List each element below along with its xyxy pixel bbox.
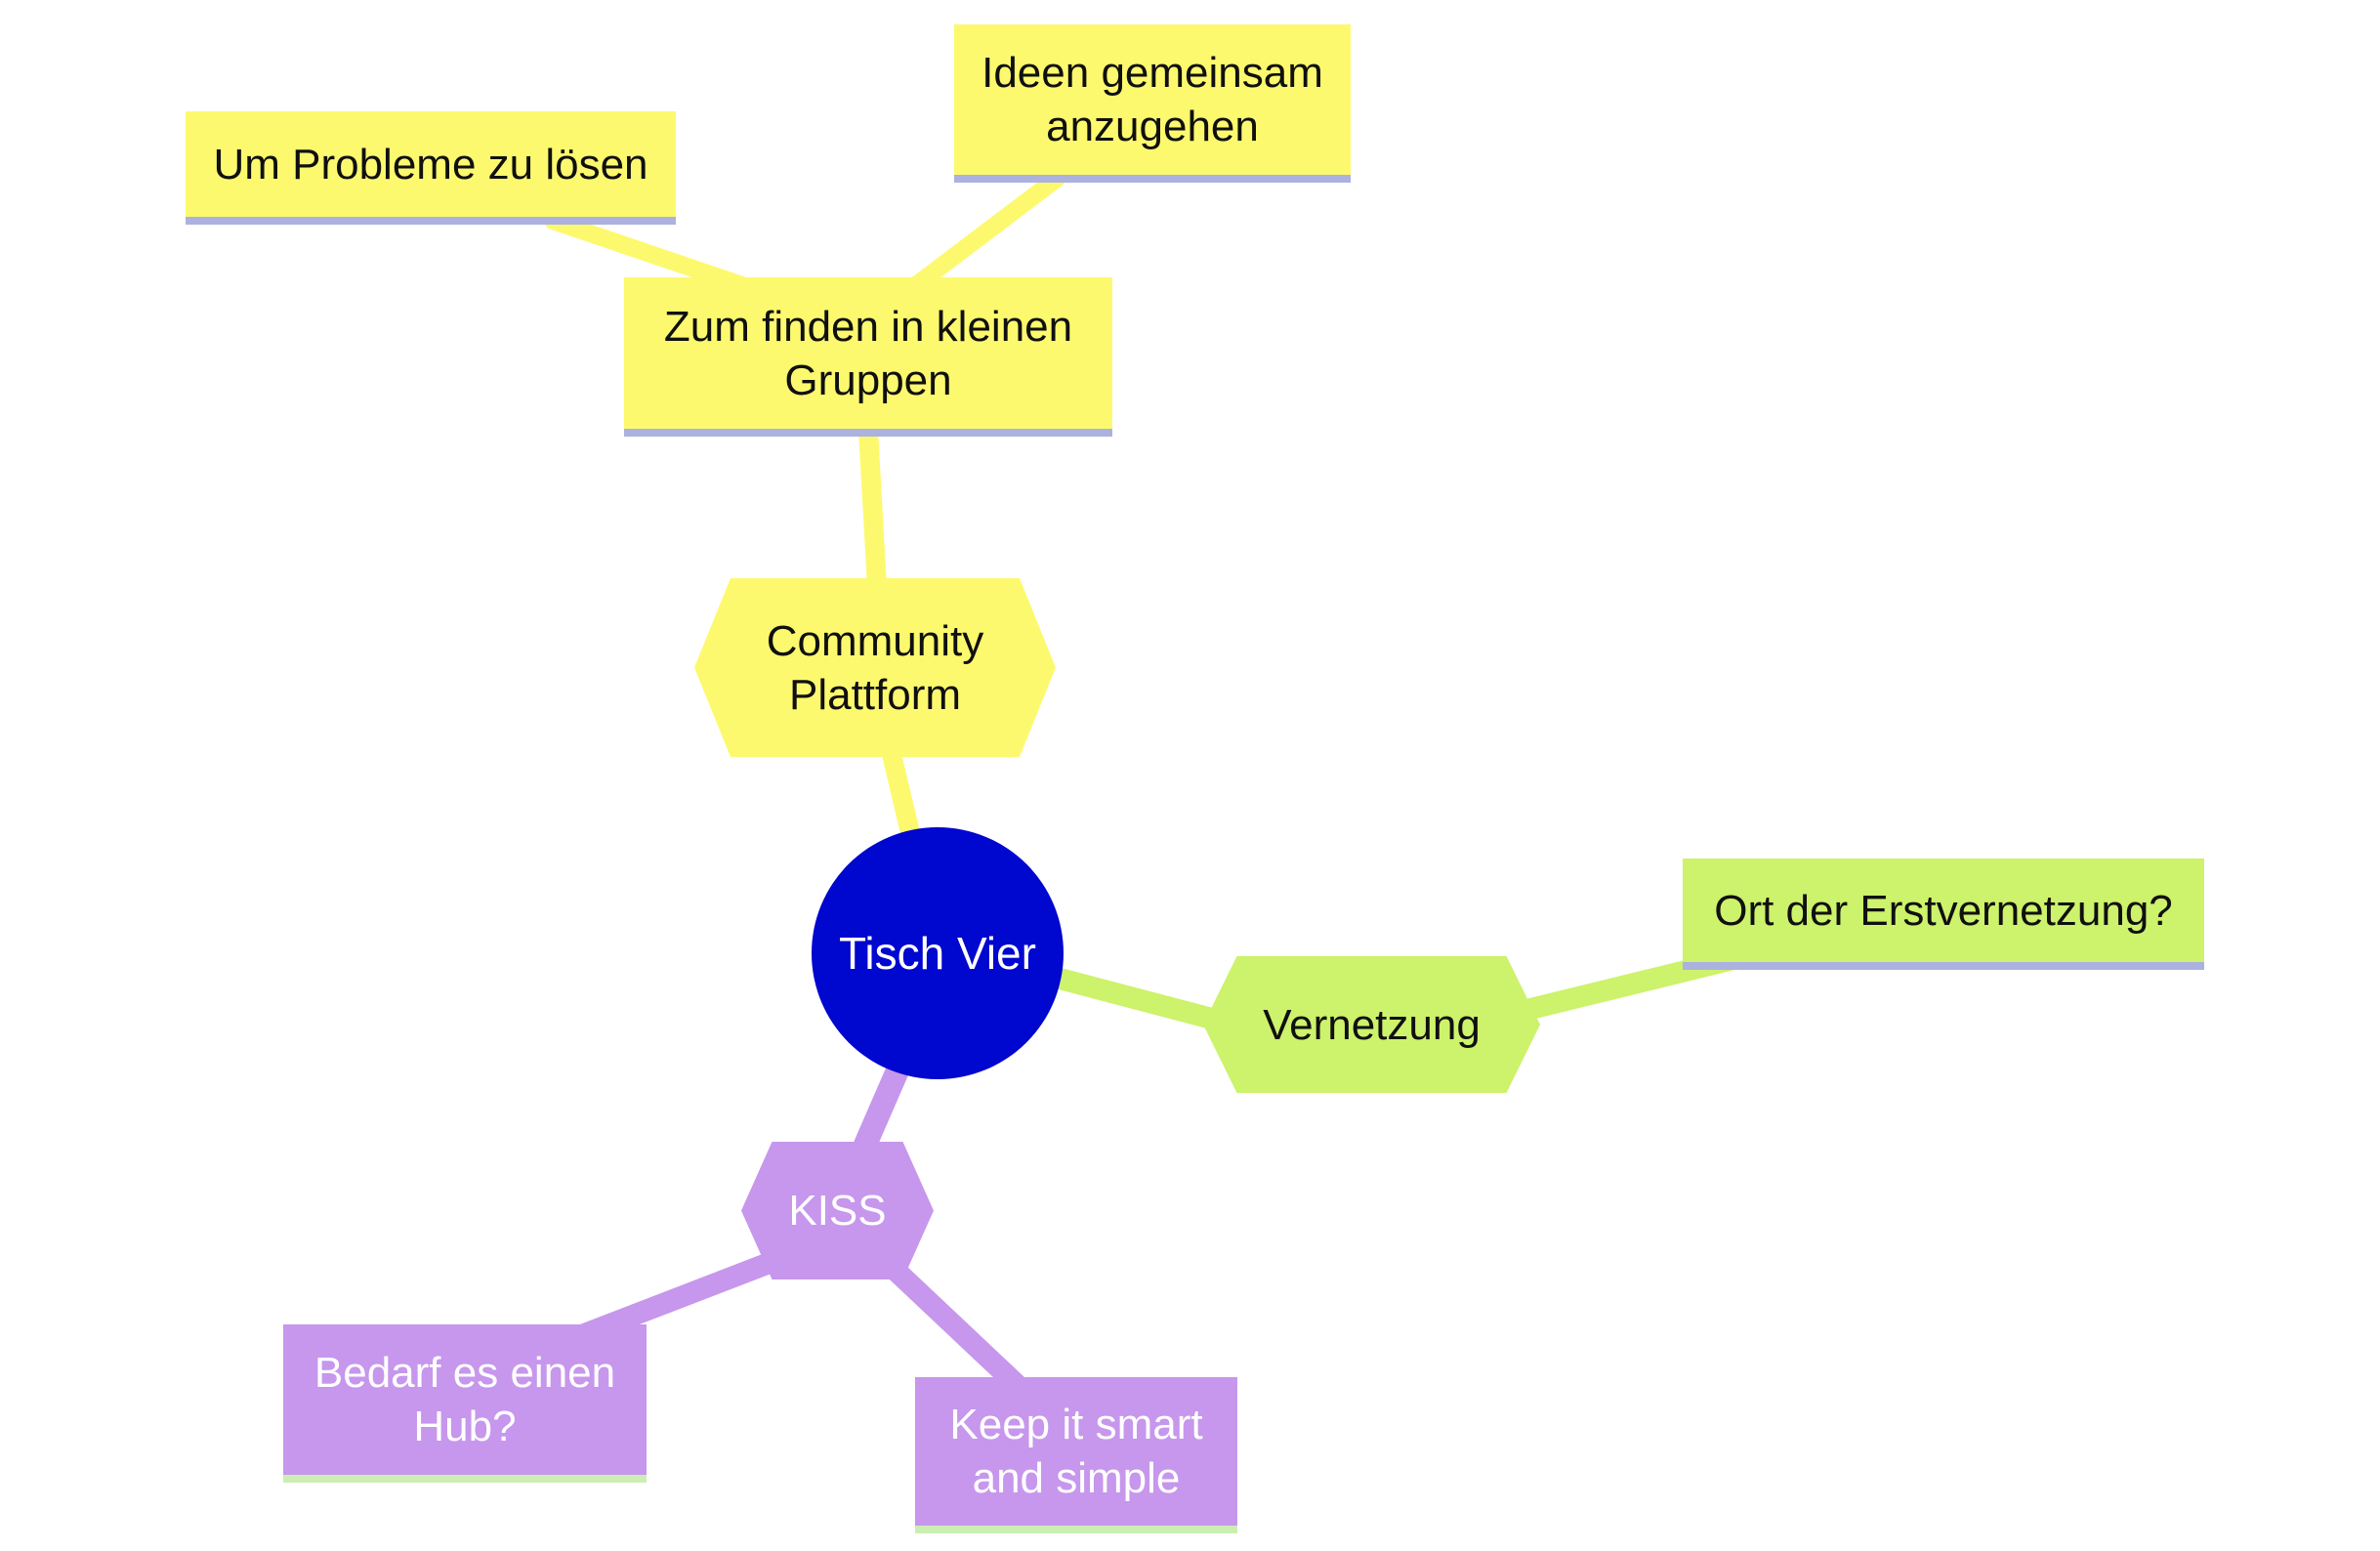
node-kiss[interactable]: KISS: [741, 1142, 934, 1279]
node-community-plattform[interactable]: Community Plattform: [694, 578, 1056, 757]
node-vernetzung[interactable]: Vernetzung: [1203, 956, 1540, 1093]
node-kiss-label: KISS: [788, 1187, 887, 1235]
node-ideen-gemeinsam-label: Ideen gemeinsam anzugehen: [981, 49, 1323, 150]
root-node-tisch-vier[interactable]: Tisch Vier: [812, 827, 1064, 1079]
node-ideen-gemeinsam[interactable]: Ideen gemeinsam anzugehen: [954, 24, 1351, 183]
connector-zumfinden-umprobleme: [544, 212, 751, 294]
connector-zumfinden-ideen: [907, 170, 1065, 294]
node-zum-finden[interactable]: Zum finden in kleinen Gruppen: [624, 277, 1112, 437]
node-bedarf-hub-label: Bedarf es einen Hub?: [313, 1349, 616, 1450]
node-um-probleme-label: Um Probleme zu lösen: [213, 140, 648, 189]
connector-community-zumfinden: [858, 420, 887, 596]
node-um-probleme[interactable]: Um Probleme zu lösen: [186, 111, 676, 225]
node-ort-der-erstvernetzung-label: Ort der Erstvernetzung?: [1714, 886, 2173, 935]
node-bedarf-hub[interactable]: Bedarf es einen Hub?: [283, 1324, 647, 1483]
node-ort-der-erstvernetzung[interactable]: Ort der Erstvernetzung?: [1683, 859, 2204, 970]
root-node-label: Tisch Vier: [839, 928, 1036, 979]
node-keep-it-smart[interactable]: Keep it smart and simple: [915, 1377, 1237, 1533]
node-community-plattform-label: Community Plattform: [766, 616, 984, 719]
connector-root-vernetzung: [1034, 964, 1241, 1034]
node-keep-it-smart-label: Keep it smart and simple: [949, 1401, 1203, 1502]
connector-kiss-keep: [880, 1255, 1038, 1405]
node-zum-finden-label: Zum finden in kleinen Gruppen: [663, 302, 1073, 404]
node-vernetzung-label: Vernetzung: [1263, 1000, 1481, 1049]
